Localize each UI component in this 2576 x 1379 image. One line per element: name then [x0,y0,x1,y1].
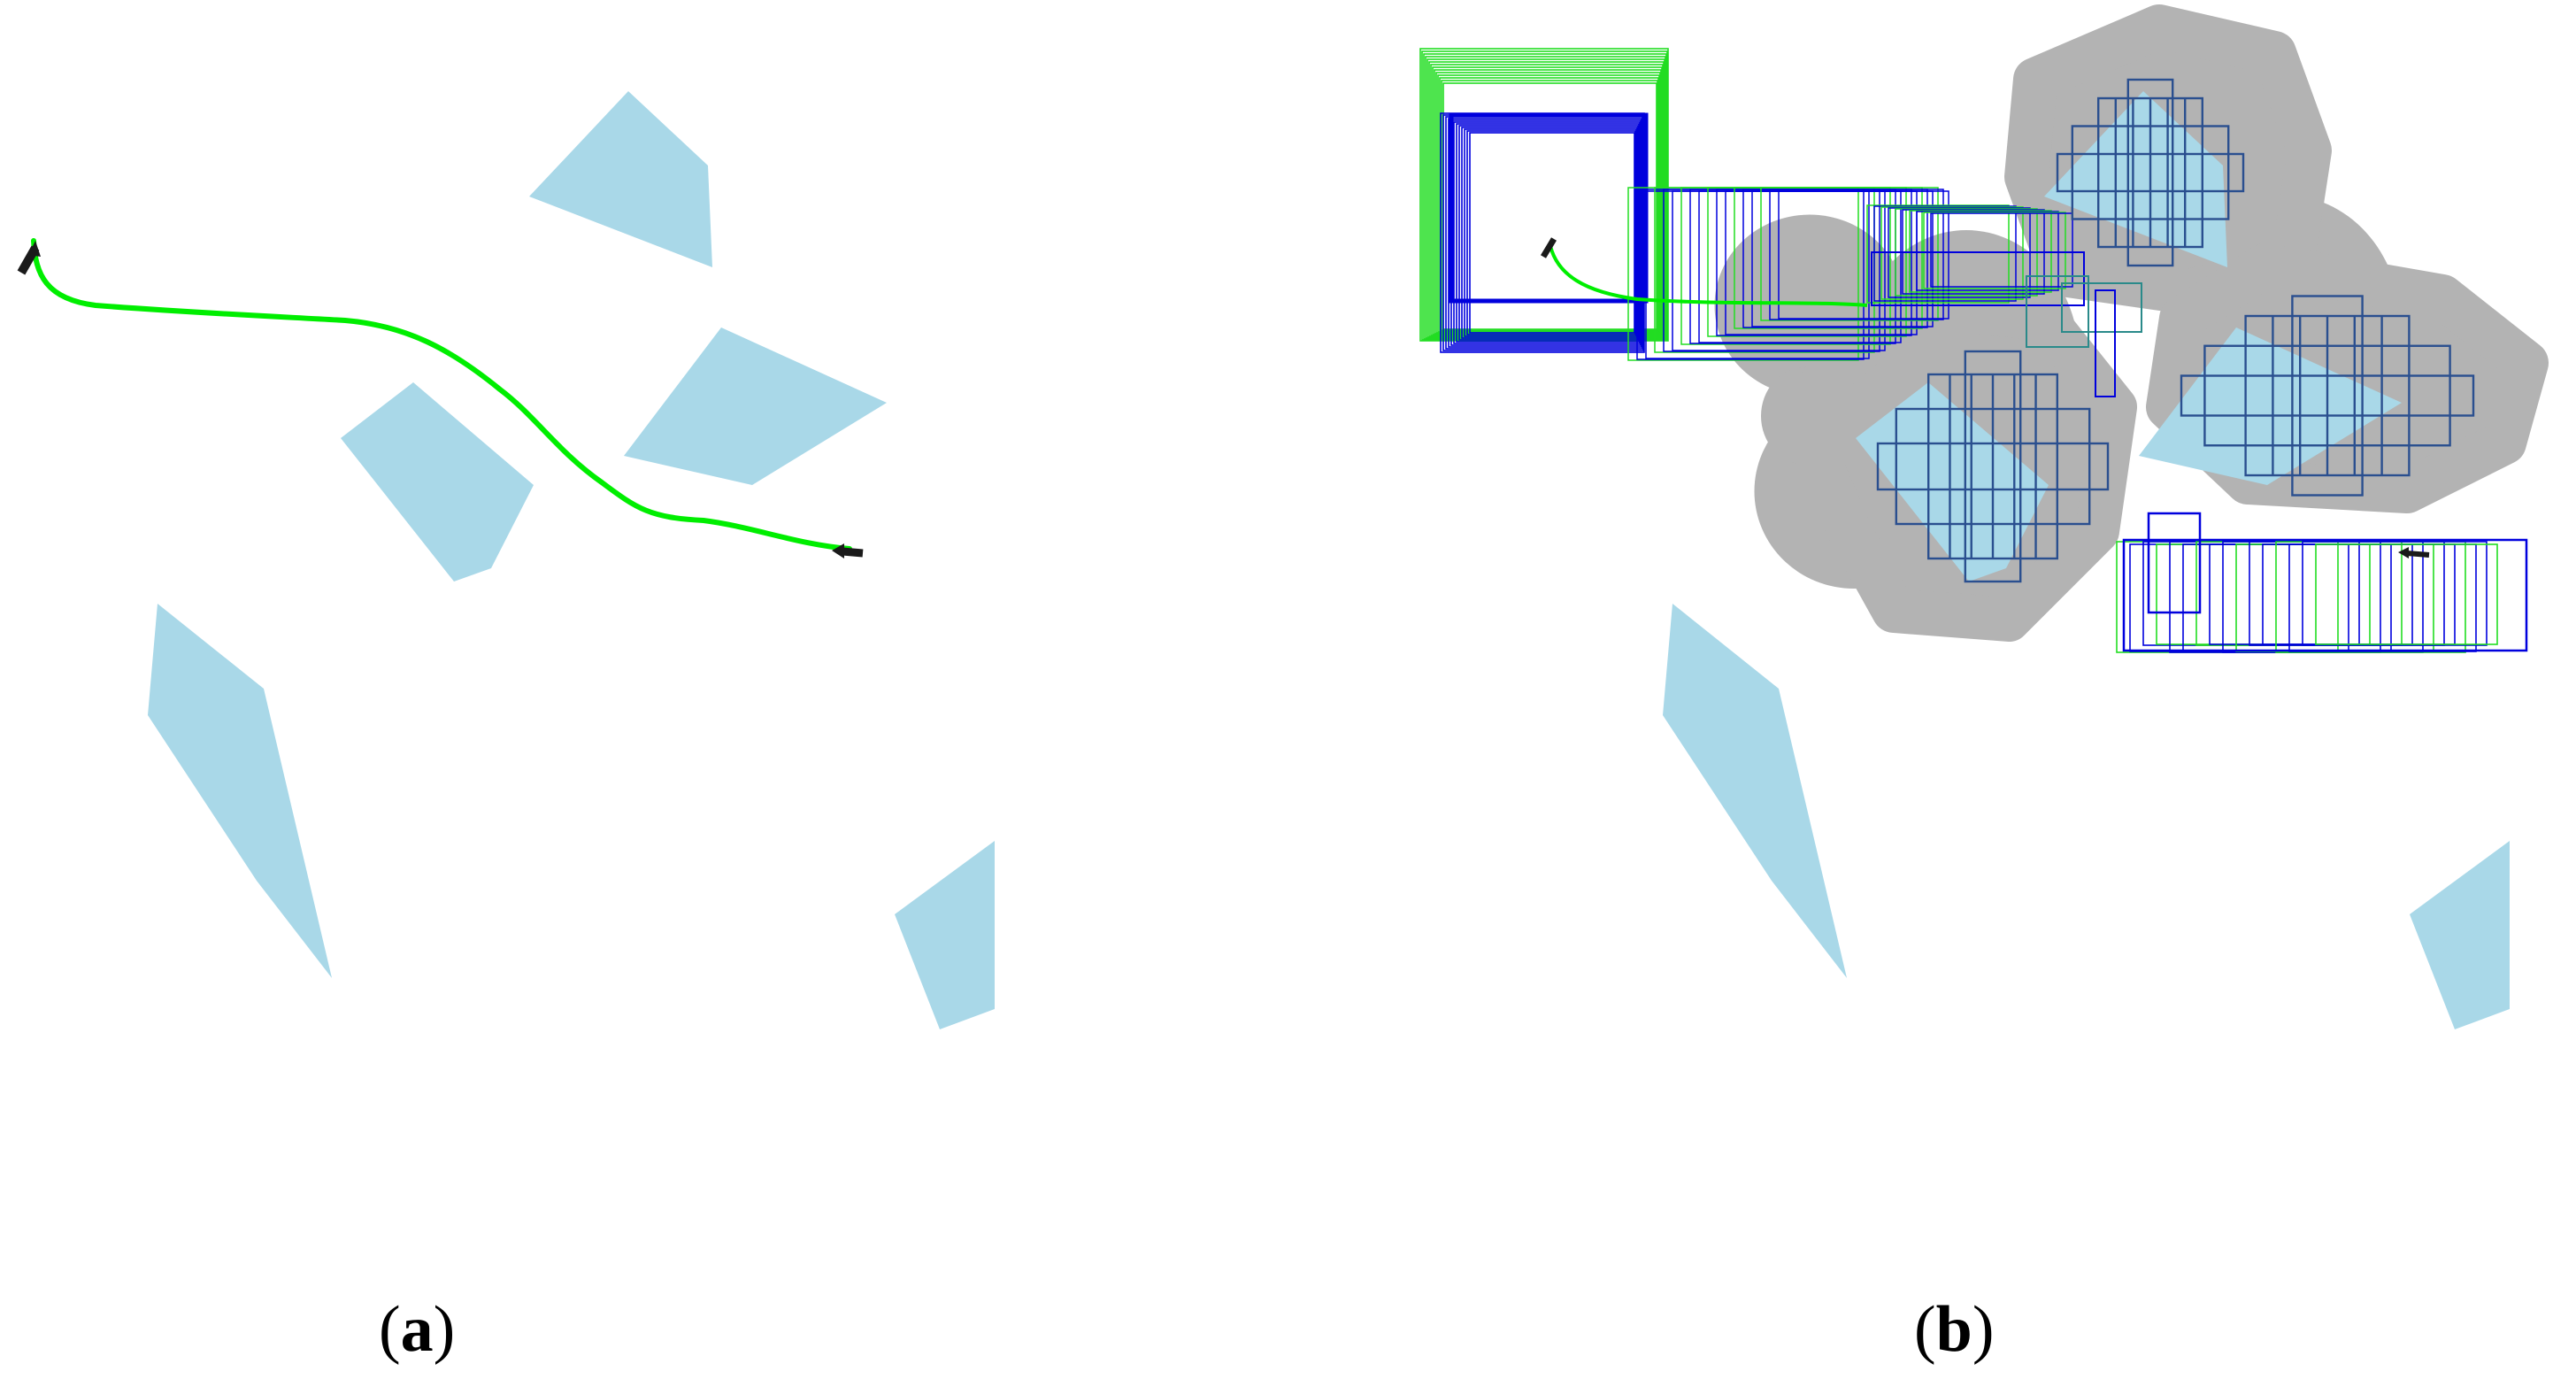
box-narrow-3 [2061,282,2142,333]
box-goal-3 [2142,541,2360,646]
box-goal-10 [2235,543,2434,652]
obstacle-b-4 [1663,604,1847,978]
box-blue-2 [1442,114,1644,351]
box-goal-11 [2249,541,2445,646]
robot-goal-b [2406,551,2430,558]
box-goal-outer [2122,538,2528,652]
caption-a-label: a [400,1293,434,1366]
obstacle-b-3 [1856,382,2049,582]
robot-start-arrow-a [28,241,41,257]
box-goal-13 [2275,541,2466,653]
obstacle-a-1 [529,91,712,267]
box-mid2-1 [1866,204,2010,304]
box-blue-6 [1453,121,1641,344]
box-green-13 [1441,80,1658,331]
box-blue-10 [1464,128,1637,337]
box-mid-18 [1778,190,1949,320]
box-blue-5 [1450,119,1642,346]
caption-b: (b) [1914,1292,1994,1367]
box-blue-4 [1448,118,1642,348]
box-goal-15 [2302,541,2488,646]
box-blue-1 [1440,112,1645,353]
cells-right [2180,295,2475,497]
cells-right-v1 [2291,295,2364,497]
caption-a-close: ) [433,1293,456,1366]
box-green-12 [1439,77,1659,332]
box-mid2-10 [1930,212,2073,288]
cells-top-right-v1 [2126,78,2174,267]
box-mid2-2 [1873,205,2017,302]
box-green-1 [1419,48,1669,342]
obstacle-b-5 [2410,841,2510,1029]
box-goal-9 [2222,541,2424,653]
box-narrow-2 [2026,275,2089,348]
obstacle-a-2 [624,327,887,485]
obstacle-a-3 [341,382,534,582]
box-mid-17 [1769,189,1944,320]
swept-boxes-middle [1627,187,2142,397]
box-green-3 [1423,53,1667,340]
box-green-11 [1437,74,1660,333]
box-mid2-8 [1916,211,2059,291]
box-green-7 [1430,64,1664,336]
box-blue-7 [1456,123,1640,343]
robot-start-b [1540,237,1557,258]
swept-boxes-goal [2116,512,2528,653]
box-goal-7 [2195,541,2403,646]
box-goal-16 [2315,543,2498,645]
panel-b-map [1419,4,2549,1029]
box-narrow-4 [2095,289,2116,397]
robot-goal-arrow-b [2398,547,2409,559]
box-goal-14 [2288,543,2477,652]
cells-top-right [2056,78,2245,267]
panel-a-map [17,91,995,1029]
box-blue-9 [1461,127,1638,339]
box-narrow-1 [1871,251,2085,306]
box-goal-8 [2209,543,2413,645]
cells-left [1876,350,2110,583]
box-blue-12 [1469,132,1635,334]
box-blue-3 [1445,116,1643,350]
box-blue-8 [1458,125,1639,341]
box-goal-1 [2116,541,2339,653]
obstacle-a-5 [895,841,995,1029]
caption-a-open: ( [379,1293,401,1366]
caption-b-open: ( [1914,1293,1936,1366]
box-green-5 [1426,58,1665,338]
robot-goal-arrow-a [832,543,844,559]
obstacle-a-4 [148,604,332,978]
caption-a: (a) [379,1292,455,1367]
planned-path-b [1549,245,1868,307]
cells-left-v1 [1964,350,2022,583]
box-green-9 [1434,69,1662,335]
robot-goal-a [842,547,864,558]
box-goal-inner [2147,512,2202,614]
obstacle-b-1 [2044,91,2227,267]
box-mid-16 [1760,187,1939,321]
caption-b-label: b [1935,1293,1972,1366]
box-blue-11 [1466,130,1636,335]
planned-path-a [31,238,852,551]
caption-b-close: ) [1972,1293,1995,1366]
box-blue-bold [1449,112,1649,304]
box-mid2-9 [1923,212,2066,289]
swept-boxes-start [1419,48,1669,353]
